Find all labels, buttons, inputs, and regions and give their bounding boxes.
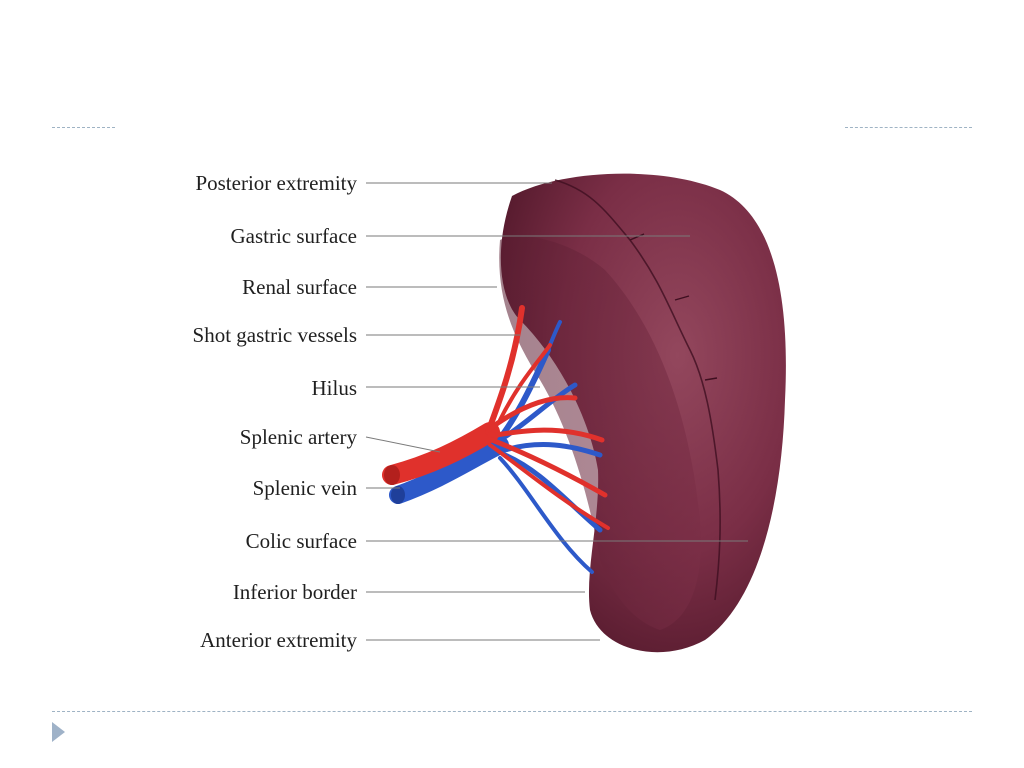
label-splenic-vein: Splenic vein [252,476,357,500]
label-splenic-artery: Splenic artery [239,425,357,449]
top-divider-right [845,127,972,128]
spleen-notch-1 [629,233,645,241]
hilum-surface [499,236,701,630]
splenic-artery [382,422,500,485]
artery-branches [485,305,610,530]
triangle-right-icon[interactable] [52,722,65,742]
label-gastric-surface: Gastric surface [230,224,357,248]
artery-cut-end [384,465,400,485]
bottom-divider [52,711,972,712]
label-colic-surface: Colic surface [245,529,357,553]
label-posterior-extremity: Posterior extremity [195,171,357,195]
label-shot-gastric-vessels: Shot gastric vessels [192,323,357,347]
vein-cut-end [391,486,405,504]
label-renal-surface: Renal surface [242,275,357,299]
leader-lines [365,182,748,641]
splenic-vein [389,436,509,504]
label-anterior-extremity: Anterior extremity [200,628,357,652]
spleen-crease [554,179,721,601]
spleen-notch-2 [674,295,690,301]
leader-splenic-artery [365,436,441,453]
label-hilus: Hilus [311,376,357,400]
top-divider-left [52,127,115,128]
label-inferior-border: Inferior border [232,580,357,604]
spleen-notch-3 [704,377,718,381]
